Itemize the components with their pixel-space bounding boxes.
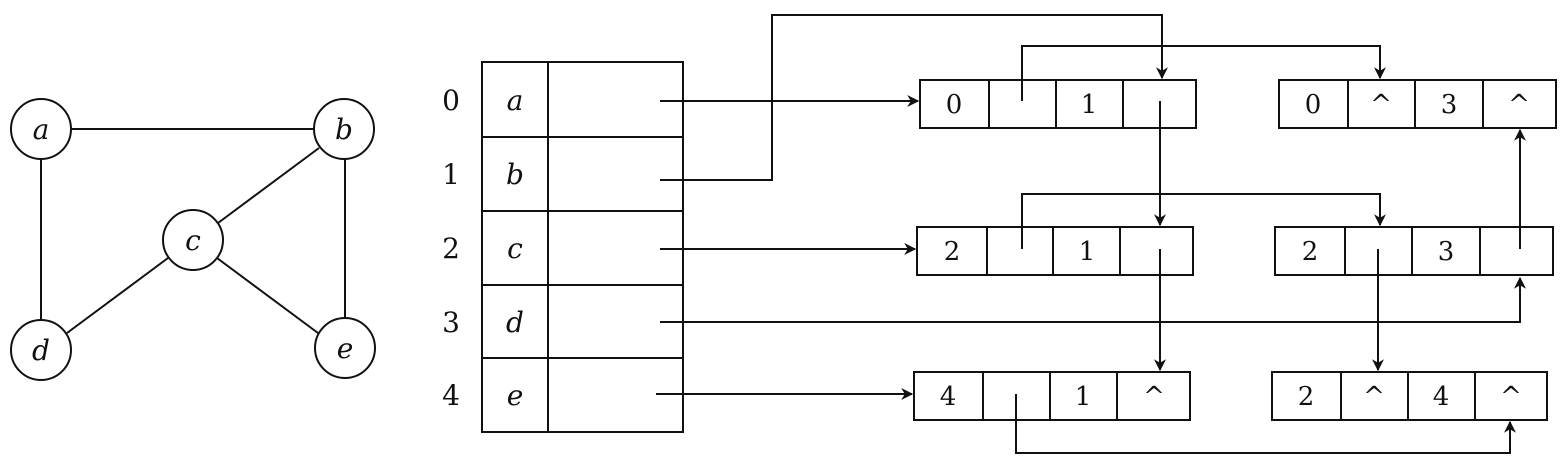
vertex-table-row: 3 d [442,306,524,339]
vertex-table-row: 4 e [442,379,523,412]
edge-node-cell: 1 [1079,237,1096,267]
edge-node-cell: 2 [1302,237,1319,267]
row-vertex-data: d [506,306,524,339]
edge-node-0-1: 0 1 [919,79,1197,129]
edge-node-cell: 1 [1081,90,1098,120]
vertex-table-row: 1 b [442,158,524,191]
edge-node-cell: 1 [1075,382,1092,412]
row-index: 3 [442,306,460,339]
vertex-c: c [162,209,224,271]
edge-node-4-1: 4 1 ^ [913,371,1191,421]
vertex-table: 0 a 1 b 2 c 3 d 4 e [442,61,684,433]
firstedge-pointer-b [660,14,1168,181]
row-index: 0 [442,84,460,117]
edge-node-cell: ^ [1143,382,1165,412]
row-vertex-data: e [507,379,524,412]
firstedge-pointer-d [660,276,1526,323]
edge-node-cell: 3 [1438,237,1455,267]
row-index: 2 [442,232,460,265]
row-vertex-data: c [507,232,523,265]
edge-c-d [66,257,169,334]
edge-node-2-4: 2 ^ 4 ^ [1271,371,1548,421]
edge-node-cell: 4 [1433,382,1450,412]
vertex-c-label: c [185,224,201,257]
vertex-e-label: e [337,332,354,365]
edge-node-cell: 2 [1298,382,1315,412]
edge-b-c [217,147,320,224]
edge-node-cell: 0 [1305,90,1322,120]
edge-node-2-1: 2 1 [916,226,1194,276]
edge-node-cell: ^ [1500,382,1522,412]
pointer-connectors [656,14,1526,454]
edge-c-e [216,257,319,334]
row-index: 4 [442,379,460,412]
row-vertex-data: b [506,158,524,191]
edge-node-cell: 2 [944,237,961,267]
edge-node-2-3: 2 3 [1274,226,1554,276]
edge-node-cell: 0 [946,90,963,120]
edge-node-cell: ^ [1508,90,1530,120]
edge-node-cell: ^ [1363,382,1385,412]
edge-node-cell: 3 [1441,90,1458,120]
ilink-pointer-41-to-24 [1015,394,1516,454]
undirected-graph: a b c d e [10,98,376,381]
vertex-e: e [314,317,376,379]
ilink-pointer-01-to-03 [1021,45,1386,101]
ilink-pointer-21-to-23 [1021,193,1386,249]
edge-node-0-3: 0 ^ 3 ^ [1278,79,1557,129]
vertex-a: a [10,98,72,160]
vertex-b-label: b [335,113,353,146]
row-vertex-data: a [507,84,524,117]
vertex-table-row: 2 c [442,232,523,265]
vertex-d-label: d [32,334,50,367]
vertex-b: b [313,98,375,160]
vertex-table-row: 0 a [442,84,523,117]
edge-node-cell: 4 [940,382,957,412]
row-index: 1 [442,158,460,191]
vertex-a-label: a [33,113,50,146]
edge-node-cell: ^ [1370,90,1392,120]
vertex-d: d [10,319,72,381]
